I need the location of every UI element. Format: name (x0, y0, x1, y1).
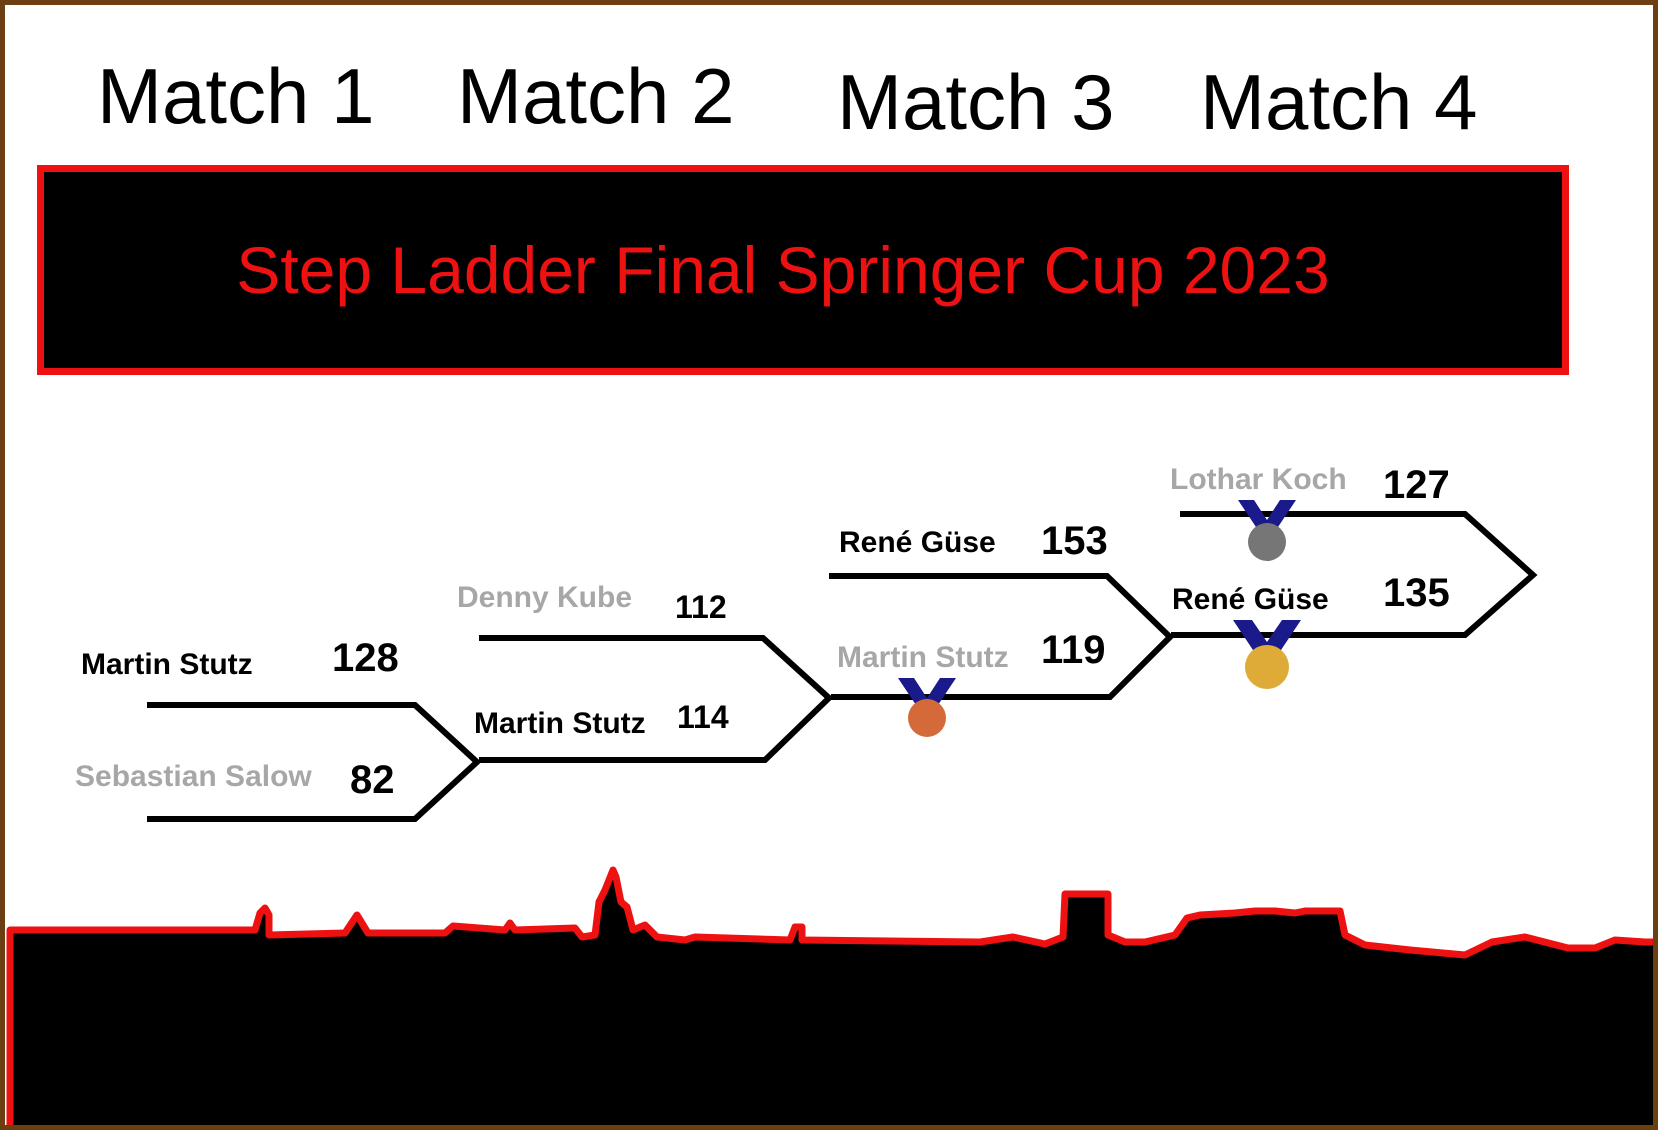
match-1-header: Match 1 (97, 52, 375, 140)
match-1-bottom-name: Sebastian Salow (75, 760, 312, 793)
silver-medal-icon (1238, 500, 1296, 561)
match-4-top-score: 127 (1383, 463, 1450, 507)
match-3-bottom-score: 119 (1041, 628, 1106, 672)
match-2-bottom-score: 114 (677, 699, 729, 735)
bracket-line-match-4 (1171, 511, 1538, 638)
match-4-bottom-score: 135 (1383, 571, 1450, 615)
match-3-header: Match 3 (837, 58, 1115, 146)
match-4-top-name: Lothar Koch (1170, 463, 1347, 496)
gold-medal-icon (1233, 620, 1301, 689)
match-2-top-name: Denny Kube (457, 581, 632, 614)
match-3-top-name: René Güse (839, 526, 996, 559)
match-4-bottom-name: René Güse (1172, 583, 1329, 616)
match-4-header: Match 4 (1200, 58, 1478, 146)
match-1-top-score: 128 (332, 636, 399, 680)
title-banner: Step Ladder Final Springer Cup 2023 (37, 165, 1569, 375)
bronze-medal-icon (898, 678, 956, 737)
match-3-bottom-name: Martin Stutz (837, 641, 1009, 674)
bracket-diagram: Martin Stutz 128 Sebastian Salow 82 Denn… (6, 463, 1653, 1125)
match-2-bottom-name: Martin Stutz (474, 707, 646, 740)
match-3-top-score: 153 (1041, 519, 1108, 563)
match-1-bottom-score: 82 (350, 758, 395, 802)
bracket-line-match-3 (829, 573, 1175, 700)
city-skyline-silhouette (6, 866, 1653, 1125)
page-title: Step Ladder Final Springer Cup 2023 (236, 233, 1330, 307)
match-2-top-score: 112 (675, 589, 727, 625)
bracket-line-match-1 (147, 702, 482, 822)
match-2-header: Match 2 (457, 52, 735, 140)
match-1-top-name: Martin Stutz (81, 648, 253, 681)
bracket-line-match-2 (479, 635, 834, 763)
